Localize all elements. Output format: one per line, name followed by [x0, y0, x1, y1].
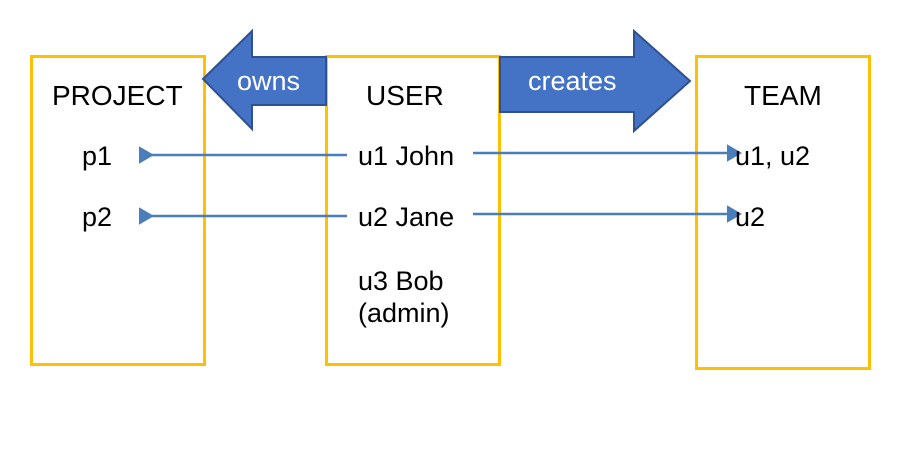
user-row-u2: u2 Jane: [358, 202, 455, 232]
entity-box-user[interactable]: [325, 55, 501, 366]
user-row-u1: u1 John: [358, 141, 455, 171]
block-arrow-label-owns[interactable]: owns: [237, 66, 301, 96]
block-arrow-label-creates[interactable]: creates: [528, 66, 617, 96]
team-row-1: u1, u2: [735, 141, 811, 171]
entity-box-team[interactable]: [695, 55, 871, 370]
team-row-2: u2: [735, 202, 766, 232]
entity-title-project: PROJECT: [52, 80, 183, 111]
project-row-p1: p1: [82, 141, 113, 171]
project-row-p2: p2: [82, 202, 113, 232]
entity-title-team: TEAM: [744, 80, 822, 111]
entity-box-project[interactable]: [30, 55, 206, 366]
entity-title-user: USER: [366, 80, 444, 111]
user-row-u3: u3 Bob (admin): [358, 266, 450, 328]
